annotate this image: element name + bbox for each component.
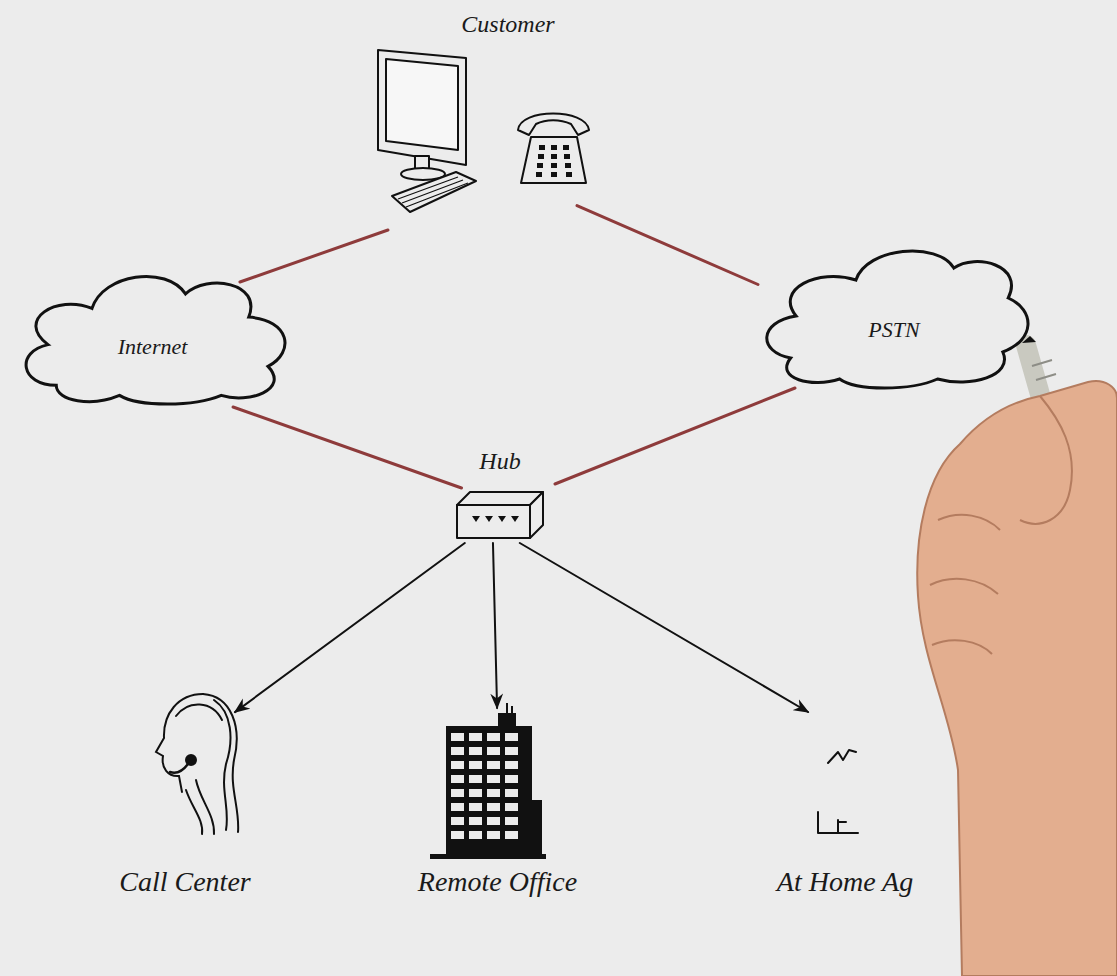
home-icon-fragment	[818, 750, 858, 833]
office-building-icon	[430, 703, 546, 859]
flow-arrow	[520, 543, 808, 712]
cloud-outline	[758, 238, 1030, 388]
flow-arrow	[235, 543, 465, 712]
hand-with-marker	[917, 336, 1117, 976]
icon-node: Customer	[370, 8, 646, 230]
telephone-icon	[518, 114, 589, 184]
node-label: Customer	[461, 11, 554, 39]
node-label: At Home Ag	[777, 866, 913, 898]
node-label: Internet	[118, 334, 188, 359]
node-label: Remote Office	[418, 866, 577, 898]
call-agent-icon	[156, 694, 238, 834]
flow-arrow	[493, 543, 497, 708]
node-label: Call Center	[119, 866, 250, 898]
node-label: Hub	[479, 448, 520, 476]
computer-icon	[378, 50, 476, 212]
icon-node: Hub	[445, 443, 555, 543]
hub-device-icon	[457, 492, 543, 538]
cloud-shape	[767, 251, 1028, 388]
network-link	[233, 407, 461, 488]
network-cloud: Internet	[15, 262, 290, 407]
network-link	[555, 388, 795, 484]
network-cloud: PSTN	[758, 238, 1030, 388]
network-link	[240, 230, 388, 282]
icon-node: At Home Ag	[745, 700, 945, 900]
network-link	[577, 206, 758, 285]
icon-node: Remote Office	[390, 700, 605, 900]
icon-node: Call Center	[85, 685, 285, 900]
cloud-shape	[26, 276, 285, 404]
node-label: PSTN	[868, 317, 919, 342]
